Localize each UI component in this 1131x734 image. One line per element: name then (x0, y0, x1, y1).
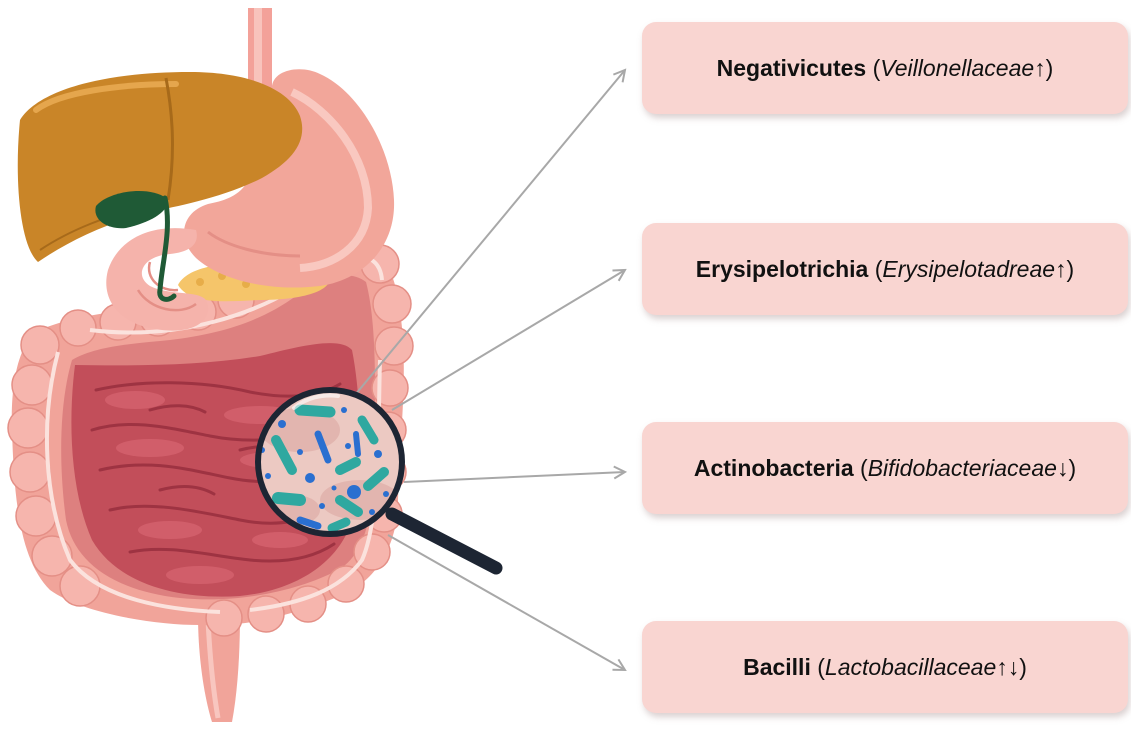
taxon-class-name: Actinobacteria (694, 455, 854, 482)
taxon-family-name: Erysipelotadreae (882, 256, 1055, 283)
taxon-box-negativicutes: Negativicutes (Veillonellaceae↑) (642, 22, 1128, 114)
magnifier-handle (392, 514, 496, 568)
abundance-change-indicator: ↓ (1057, 455, 1069, 482)
arrow-erysipelotrichia (392, 270, 625, 410)
taxon-class-name: Erysipelotrichia (696, 256, 869, 283)
taxon-family-name: Lactobacillaceae (825, 654, 996, 681)
abundance-change-indicator: ↑↓ (996, 654, 1019, 681)
taxon-box-erysipelotrichia: Erysipelotrichia (Erysipelotadreae↑) (642, 223, 1128, 315)
abundance-change-indicator: ↑ (1034, 55, 1046, 82)
abundance-change-indicator: ↑ (1055, 256, 1067, 283)
taxon-class-name: Bacilli (743, 654, 811, 681)
magnifier-lens (258, 390, 402, 538)
taxon-box-actinobacteria: Actinobacteria (Bifidobacteriaceae↓) (642, 422, 1128, 514)
arrow-bacilli (388, 535, 625, 670)
taxon-family-name: Veillonellaceae (880, 55, 1034, 82)
arrow-negativicutes (355, 70, 625, 395)
taxon-family-name: Bifidobacteriaceae (868, 455, 1057, 482)
taxon-class-name: Negativicutes (717, 55, 867, 82)
taxon-box-bacilli: Bacilli (Lactobacillaceae ↑↓) (642, 621, 1128, 713)
arrow-actinobacteria (404, 472, 625, 482)
